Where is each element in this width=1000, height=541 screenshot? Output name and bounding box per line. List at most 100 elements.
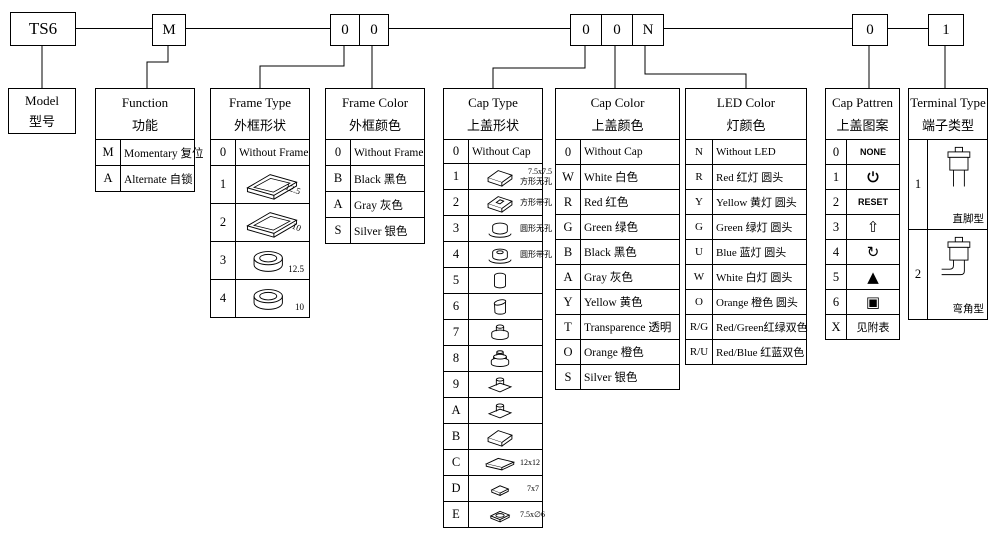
power-icon <box>867 171 879 183</box>
table-row: 6 <box>444 293 542 319</box>
code-frame-type: 0 <box>341 21 349 38</box>
row-label: Red 红灯 圆头 <box>716 172 784 184</box>
cylinder-cap-icon <box>480 270 520 292</box>
pattern-reset-label: RESET <box>857 197 888 207</box>
code-cap-pattern: 0 <box>866 21 874 38</box>
table-title-zh: 功能 <box>131 117 158 133</box>
table-row: O Orange 橙色 圆头 <box>686 289 806 314</box>
table-row: X 见附表 <box>826 314 899 339</box>
table-row: 5 <box>444 267 542 293</box>
row-code: 4 <box>444 242 469 267</box>
row-label: Green 绿色 <box>584 222 638 234</box>
terminal-type-header: Terminal Type 端子类型 <box>909 89 987 139</box>
row-code: X <box>826 315 847 339</box>
row-code: U <box>686 240 713 264</box>
table-row: 9 <box>444 371 542 397</box>
pattern-none-label: NONE <box>859 147 886 157</box>
led-color-header: LED Color 灯颜色 <box>686 89 806 139</box>
frame-color-header: Frame Color 外框颜色 <box>326 89 424 139</box>
table-row: 3 12.5 <box>211 241 309 279</box>
table-row: Y Yellow 黄色 <box>556 289 679 314</box>
table-title-zh: 上盖形状 <box>466 117 519 133</box>
arrow-up-icon: ⇧ <box>866 217 880 236</box>
model-label-box: Model 型号 <box>8 88 76 134</box>
square-cap-hole-icon <box>480 192 520 214</box>
table-row: B <box>444 423 542 449</box>
row-code: 2 <box>444 190 469 215</box>
table-row: 0 NONE <box>826 139 899 164</box>
terminal-type-table: Terminal Type 端子类型 1 直脚型 2 弯角型 <box>908 88 988 320</box>
stacked-cap-icon <box>480 348 520 370</box>
table-row: 5 ▲ <box>826 264 899 289</box>
code-box-frame: 0 0 <box>330 14 389 46</box>
frame-image-cell: 12.5 <box>236 242 309 279</box>
table-title-en: Frame Type <box>228 94 292 110</box>
table-row: 4 10 <box>211 279 309 317</box>
table-row: R Red 红灯 圆头 <box>686 164 806 189</box>
row-label: Gray 灰色 <box>354 199 403 212</box>
cap-color-header: Cap Color 上盖颜色 <box>556 89 679 139</box>
cap-note: 12x12 <box>520 457 540 467</box>
row-label: Green 绿灯 圆头 <box>716 222 793 234</box>
row-code: 1 <box>211 166 236 203</box>
code-box-function: M <box>152 14 186 46</box>
table-row: 0 Without Frame <box>211 139 309 165</box>
table-row: 0 Without Cap <box>556 139 679 164</box>
row-label: Without Frame <box>239 146 309 159</box>
table-row: R Red 红色 <box>556 189 679 214</box>
table-row: 7 <box>444 319 542 345</box>
row-label: Without Cap <box>472 145 531 158</box>
table-title-zh: 外框颜色 <box>348 117 401 133</box>
row-label: White 白色 <box>584 172 638 184</box>
cap-type-header: Cap Type 上盖形状 <box>444 89 542 139</box>
row-code: O <box>556 340 581 364</box>
code-cap-color: 0 <box>601 15 632 45</box>
code-function: M <box>162 21 176 38</box>
row-code: 3 <box>444 216 469 241</box>
row-code: W <box>686 265 713 289</box>
table-title-zh: 灯颜色 <box>726 117 766 133</box>
row-code: C <box>444 450 469 475</box>
table-row: O Orange 橙色 <box>556 339 679 364</box>
knob-square-cap-icon <box>480 400 520 422</box>
row-code: O <box>686 290 713 314</box>
table-row: B Black 黑色 <box>556 239 679 264</box>
cap-image-cell: 7x7 <box>469 476 542 501</box>
code-model: TS6 <box>28 19 58 38</box>
cap-color-table: Cap Color 上盖颜色 0 Without Cap W White 白色 … <box>555 88 680 390</box>
function-header: Function 功能 <box>96 89 194 139</box>
small-square-cap-icon <box>480 478 520 500</box>
table-row: 1 <box>826 164 899 189</box>
terminal-straight-icon <box>938 144 978 198</box>
row-code: 7 <box>444 320 469 345</box>
row-code: G <box>686 215 713 239</box>
row-label: Orange 橙色 圆头 <box>716 297 798 309</box>
row-code: B <box>444 424 469 449</box>
table-title-en: Terminal Type <box>910 94 986 110</box>
dimension-label: 12.5 <box>288 264 304 274</box>
table-title-en: Cap Pattren <box>831 94 893 110</box>
row-code: W <box>556 165 581 189</box>
row-code: R/U <box>686 340 713 364</box>
round-cap-icon <box>480 218 520 240</box>
row-code: 6 <box>826 290 847 314</box>
table-row: 8 <box>444 345 542 371</box>
table-row: 6 ▣ <box>826 289 899 314</box>
cap-image-cell <box>469 372 542 397</box>
row-code: T <box>556 315 581 339</box>
table-row: W White 白色 <box>556 164 679 189</box>
table-row: D 7x7 <box>444 475 542 501</box>
code-frame-color: 0 <box>359 15 388 45</box>
table-title-zh: 端子类型 <box>921 117 974 133</box>
cap-note: 圆形无孔 <box>520 223 552 233</box>
row-code: B <box>326 166 351 191</box>
square-in-square-icon: ▣ <box>865 292 881 311</box>
table-row: 3 ⇧ <box>826 214 899 239</box>
row-code: 2 <box>826 190 847 214</box>
row-code: 4 <box>211 280 236 317</box>
table-row: A Alternate 自锁 <box>96 165 194 191</box>
table-title-en: Function <box>121 94 169 110</box>
